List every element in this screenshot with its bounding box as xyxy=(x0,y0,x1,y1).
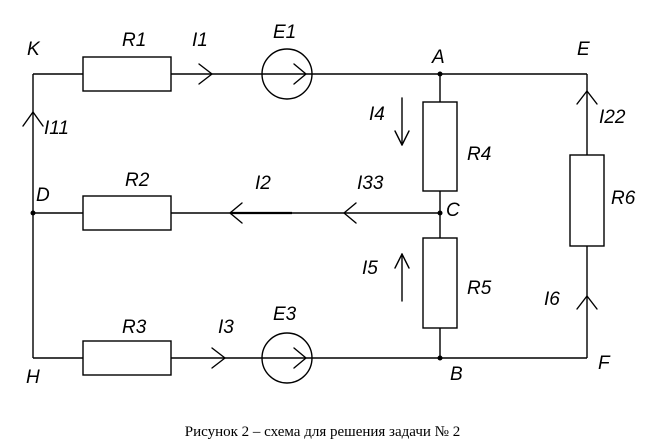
current-i4-label: I4 xyxy=(369,104,385,125)
current-i22-arrow-icon xyxy=(576,90,598,105)
current-i11-label: I11 xyxy=(44,118,69,139)
source-e1 xyxy=(261,48,313,100)
junction-b-dot xyxy=(437,355,443,361)
resistor-r4-label: R4 xyxy=(467,144,491,165)
resistor-r4 xyxy=(422,101,458,192)
current-i5-label: I5 xyxy=(362,258,378,279)
node-label-d: D xyxy=(36,185,50,206)
current-i2-label: I2 xyxy=(255,173,271,194)
figure-caption: Рисунок 2 – схема для решения задачи № 2 xyxy=(184,424,461,440)
junction-d-dot xyxy=(30,210,36,216)
current-i5-arrow-head xyxy=(394,253,410,269)
source-e3-label: E3 xyxy=(273,304,297,325)
current-i2-arrow-icon xyxy=(229,202,243,224)
node-label-k: K xyxy=(27,39,41,60)
resistor-r6-label: R6 xyxy=(611,188,636,209)
source-e3-arrow-icon xyxy=(293,347,307,369)
resistor-r5 xyxy=(422,237,458,329)
current-i33-arrow-icon xyxy=(343,202,357,224)
current-i3-label: I3 xyxy=(218,317,234,338)
resistor-r2-label: R2 xyxy=(125,170,150,191)
resistor-r3-label: R3 xyxy=(122,317,147,338)
node-label-c: C xyxy=(446,200,460,221)
circuit-schematic: K A E D C H B F R1 R2 R3 R4 R5 R6 E1 E3 … xyxy=(22,22,636,388)
junction-c-dot xyxy=(437,210,443,216)
current-i11-arrow-icon xyxy=(22,111,44,127)
source-e1-arrow-icon xyxy=(293,63,307,85)
resistor-r1 xyxy=(82,56,172,92)
resistor-r6 xyxy=(569,154,605,247)
current-i3-arrow-icon xyxy=(211,347,226,369)
junction-a-dot xyxy=(437,71,443,77)
resistor-r2 xyxy=(82,195,172,231)
current-i22-label: I22 xyxy=(599,107,626,128)
current-i1-arrow-icon xyxy=(198,63,213,85)
resistor-r3 xyxy=(82,340,172,376)
source-e3 xyxy=(261,332,313,384)
current-i33-label: I33 xyxy=(357,173,384,194)
current-i1-label: I1 xyxy=(192,30,208,51)
current-i4-arrow-head xyxy=(394,130,410,146)
node-label-b: B xyxy=(450,364,463,385)
resistor-r5-label: R5 xyxy=(467,278,492,299)
current-i5-arrow-icon xyxy=(394,253,410,302)
resistor-r1-label: R1 xyxy=(122,30,146,51)
node-label-h: H xyxy=(26,367,40,388)
current-i6-arrow-icon xyxy=(576,295,598,310)
node-label-e: E xyxy=(577,39,590,60)
node-label-a: A xyxy=(431,47,445,68)
current-i4-arrow-icon xyxy=(394,97,410,146)
source-e1-label: E1 xyxy=(273,22,296,43)
current-i6-label: I6 xyxy=(544,289,560,310)
node-label-f: F xyxy=(598,353,611,374)
